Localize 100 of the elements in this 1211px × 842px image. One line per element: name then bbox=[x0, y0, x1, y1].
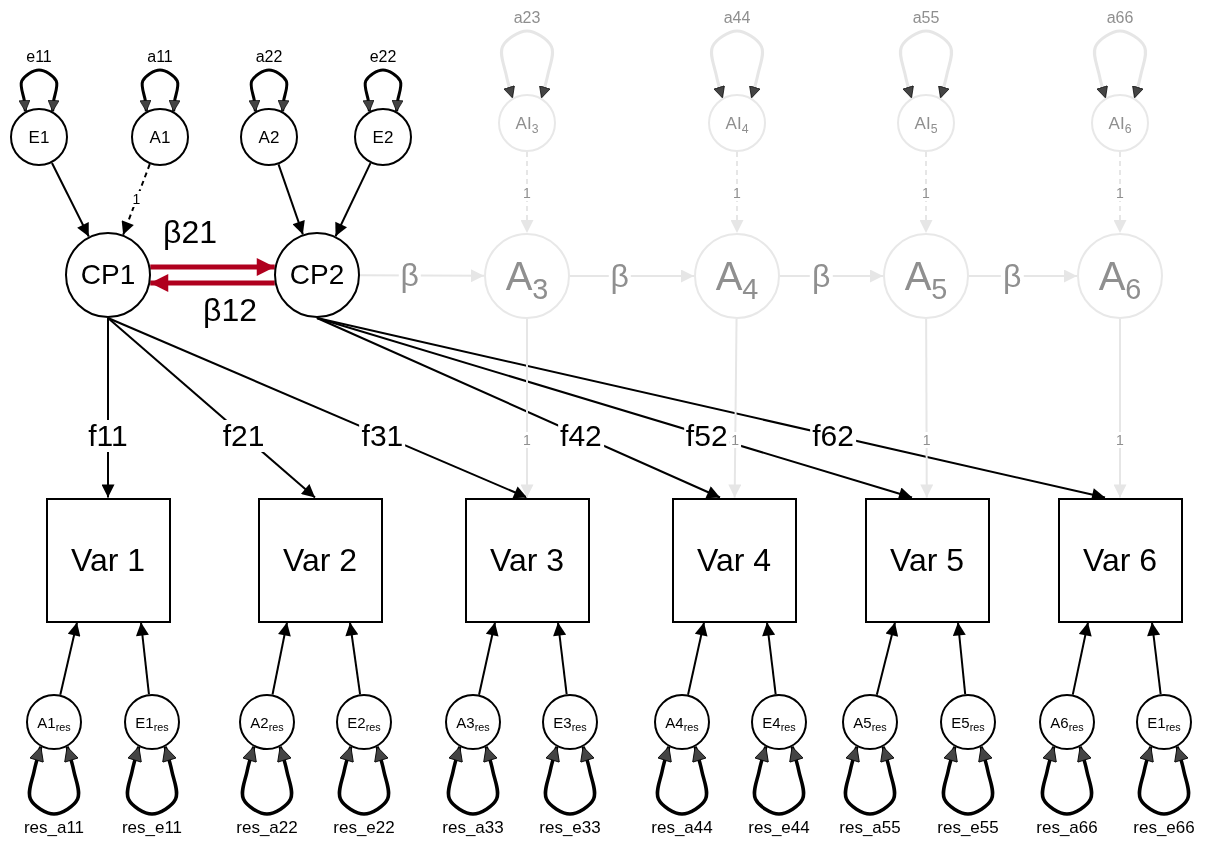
arrow bbox=[553, 621, 568, 696]
latent-circle bbox=[883, 233, 969, 319]
edge-label: e11 bbox=[25, 48, 53, 66]
edge-label: a11 bbox=[146, 48, 174, 66]
node-label: E4$_{res}$ bbox=[762, 714, 796, 730]
arrow bbox=[920, 318, 934, 499]
residual-circle bbox=[124, 694, 180, 750]
edge-label: res_a11 bbox=[22, 817, 86, 837]
latent-circle bbox=[131, 108, 189, 166]
edge-label: 1 bbox=[1114, 432, 1126, 449]
node-label: A1$_{res}$ bbox=[37, 714, 71, 730]
node-label: Var 2 bbox=[282, 544, 358, 576]
self-loop-arrow bbox=[337, 746, 391, 816]
residual-circle bbox=[445, 694, 501, 750]
self-loop-arrow bbox=[543, 746, 597, 816]
node-label: A6$_{res}$ bbox=[1050, 714, 1084, 730]
node-label: E2$_{res}$ bbox=[347, 714, 381, 730]
edge-label: res_e33 bbox=[538, 817, 602, 837]
node-label: CP2 bbox=[289, 261, 345, 289]
observed-box bbox=[257, 497, 383, 623]
self-loop-arrow bbox=[499, 29, 555, 99]
edge-label: res_e44 bbox=[747, 817, 811, 837]
node-label: E1 bbox=[28, 128, 50, 146]
observed-box bbox=[864, 497, 990, 623]
self-loop-arrow bbox=[941, 746, 995, 816]
arrow bbox=[728, 318, 742, 499]
residual-circle bbox=[336, 694, 392, 750]
observed-box bbox=[1057, 497, 1183, 623]
node-label: E2 bbox=[372, 128, 394, 146]
edge-label: res_a22 bbox=[235, 817, 299, 837]
arrow bbox=[1113, 318, 1127, 499]
arrow bbox=[730, 151, 744, 234]
edge-label: f21 bbox=[220, 419, 267, 452]
arrow bbox=[687, 621, 708, 696]
edge-label: 1 bbox=[521, 432, 533, 449]
arrow bbox=[1113, 151, 1127, 234]
node-label: AI$_{3}$ bbox=[515, 114, 539, 132]
arrow bbox=[520, 151, 534, 234]
edge-label: res_a33 bbox=[441, 817, 505, 837]
edge-label: e22 bbox=[368, 48, 398, 66]
residual-circle bbox=[654, 694, 710, 750]
residual-circle bbox=[1136, 694, 1192, 750]
self-loop-arrow bbox=[362, 68, 404, 112]
latent-circle bbox=[10, 108, 68, 166]
self-loop-arrow bbox=[709, 29, 765, 99]
edge-label: a44 bbox=[722, 9, 752, 27]
edge-label: res_a66 bbox=[1035, 817, 1099, 837]
arrow bbox=[334, 162, 372, 238]
self-loop-arrow bbox=[1040, 746, 1094, 816]
edge-label: a66 bbox=[1105, 9, 1135, 27]
self-loop-arrow bbox=[655, 746, 709, 816]
arrow bbox=[762, 621, 777, 696]
node-label: A2$_{res}$ bbox=[250, 714, 284, 730]
node-label: E5$_{res}$ bbox=[951, 714, 985, 730]
arrow bbox=[345, 621, 362, 696]
latent-circle bbox=[354, 108, 412, 166]
latent-circle bbox=[708, 94, 766, 152]
arrow bbox=[150, 274, 275, 292]
node-label: A4$_{res}$ bbox=[665, 714, 699, 730]
arrow bbox=[121, 163, 151, 236]
arrow bbox=[1071, 621, 1092, 696]
node-label: A2 bbox=[258, 128, 280, 146]
edge-label: res_e11 bbox=[120, 817, 184, 837]
node-label: A5$_{res}$ bbox=[853, 714, 887, 730]
self-loop-arrow bbox=[898, 29, 954, 99]
arrow bbox=[875, 621, 899, 696]
arrow bbox=[271, 621, 291, 696]
node-label: AI$_{6}$ bbox=[1108, 114, 1132, 132]
node-label: Var 1 bbox=[70, 544, 146, 576]
arrow bbox=[1147, 621, 1162, 696]
latent-circle bbox=[897, 94, 955, 152]
node-label: AI$_{4}$ bbox=[725, 114, 749, 132]
self-loop-arrow bbox=[752, 746, 806, 816]
edge-label: 1 bbox=[920, 432, 933, 449]
self-loop-arrow bbox=[27, 746, 81, 816]
residual-circle bbox=[542, 694, 598, 750]
node-label: Var 4 bbox=[696, 544, 772, 576]
self-loop-arrow bbox=[125, 746, 179, 816]
edge-label: res_e22 bbox=[332, 817, 396, 837]
latent-circle bbox=[694, 233, 780, 319]
latent-circle bbox=[484, 233, 570, 319]
edge-label: a23 bbox=[512, 9, 542, 27]
latent-circle bbox=[1077, 233, 1163, 319]
observed-box bbox=[45, 497, 171, 623]
arrow bbox=[478, 621, 499, 696]
arrow bbox=[150, 258, 275, 276]
node-label: AI$_{5}$ bbox=[914, 114, 938, 132]
node-label: E1$_{res}$ bbox=[135, 714, 169, 730]
self-loop-arrow bbox=[240, 746, 294, 816]
observed-box bbox=[671, 497, 797, 623]
self-loop-arrow bbox=[248, 68, 290, 112]
edge-label: 1 bbox=[729, 432, 742, 449]
edge-label: a55 bbox=[911, 9, 941, 27]
arrow bbox=[59, 621, 81, 696]
residual-circle bbox=[239, 694, 295, 750]
self-loop-arrow bbox=[843, 746, 897, 816]
edge-label: f11 bbox=[86, 419, 130, 452]
residual-circle bbox=[842, 694, 898, 750]
latent-circle bbox=[498, 94, 556, 152]
latent-circle bbox=[1091, 94, 1149, 152]
